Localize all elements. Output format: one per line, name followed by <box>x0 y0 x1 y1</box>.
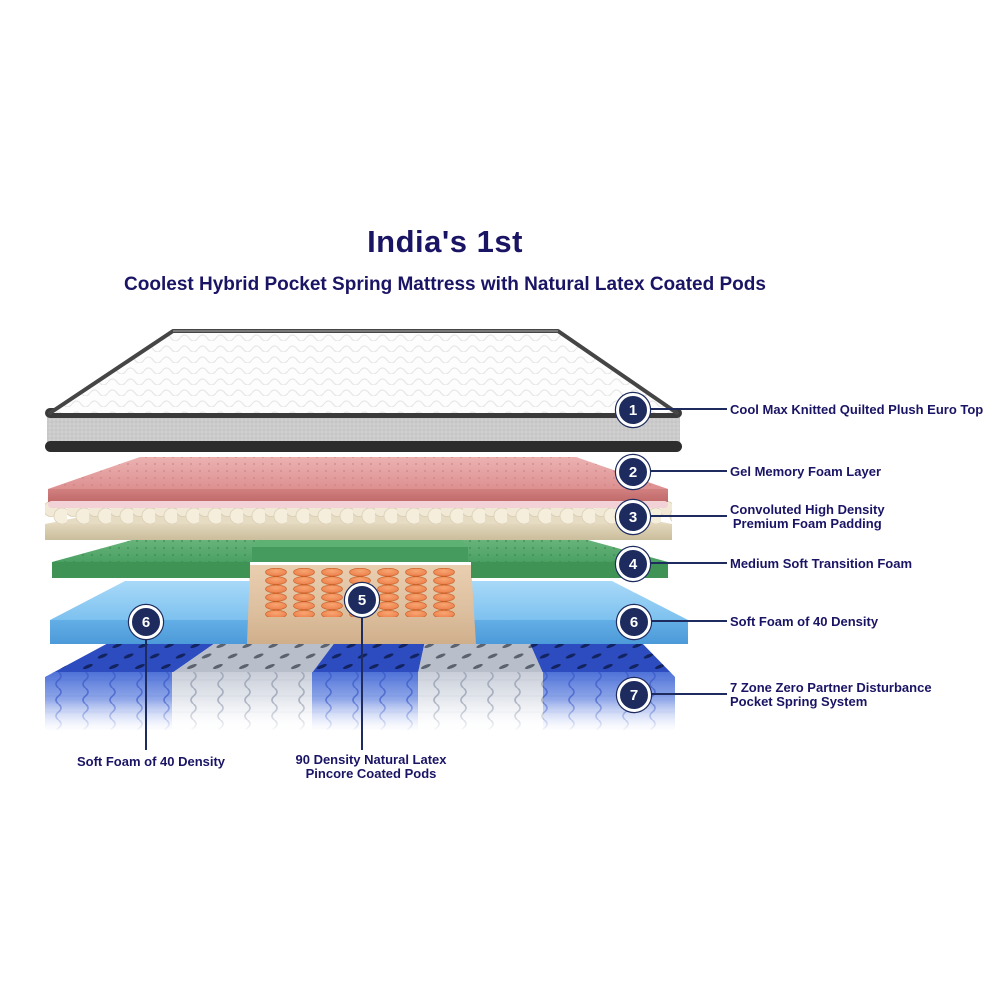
callout-label-1: Cool Max Knitted Quilted Plush Euro Top <box>730 402 984 417</box>
callout-line-3 <box>650 515 727 517</box>
callout-label-4: Medium Soft Transition Foam <box>730 556 913 571</box>
callout-label-2: Gel Memory Foam Layer <box>730 464 881 479</box>
callout-line-6-left <box>145 639 147 750</box>
callout-line-1 <box>650 408 727 410</box>
callout-line-4 <box>650 562 727 564</box>
layer-gel-memory-foam <box>48 457 668 508</box>
callout-badge-6-right: 6 <box>617 605 651 639</box>
page-title: India's 1st <box>367 224 523 259</box>
callout-line-6-right <box>651 620 727 622</box>
callout-badge-3: 3 <box>616 500 650 534</box>
callout-badge-2: 2 <box>616 455 650 489</box>
callout-badge-7: 7 <box>617 678 651 712</box>
page-subtitle: Coolest Hybrid Pocket Spring Mattress wi… <box>124 274 766 295</box>
layer-convoluted-foam <box>45 500 672 540</box>
callout-badge-5: 5 <box>345 583 379 617</box>
callout-line-2 <box>650 470 727 472</box>
callout-label-6-left: Soft Foam of 40 Density <box>76 754 226 769</box>
callout-label-6-right: Soft Foam of 40 Density <box>730 614 879 629</box>
header: India's 1st Coolest Hybrid Pocket Spring… <box>0 224 890 296</box>
layer-euro-top <box>45 329 682 452</box>
callout-badge-4: 4 <box>616 547 650 581</box>
callout-line-5 <box>361 617 363 750</box>
callout-label-7: 7 Zone Zero Partner Disturbance Pocket S… <box>730 680 932 709</box>
callout-label-5: 90 Density Natural Latex Pincore Coated … <box>295 752 447 781</box>
callout-badge-1: 1 <box>616 393 650 427</box>
callout-line-7 <box>651 693 727 695</box>
layer-pocket-spring-system <box>45 641 675 730</box>
callout-label-3: Convoluted High Density Premium Foam Pad… <box>730 502 885 531</box>
callout-badge-6-left: 6 <box>129 605 163 639</box>
